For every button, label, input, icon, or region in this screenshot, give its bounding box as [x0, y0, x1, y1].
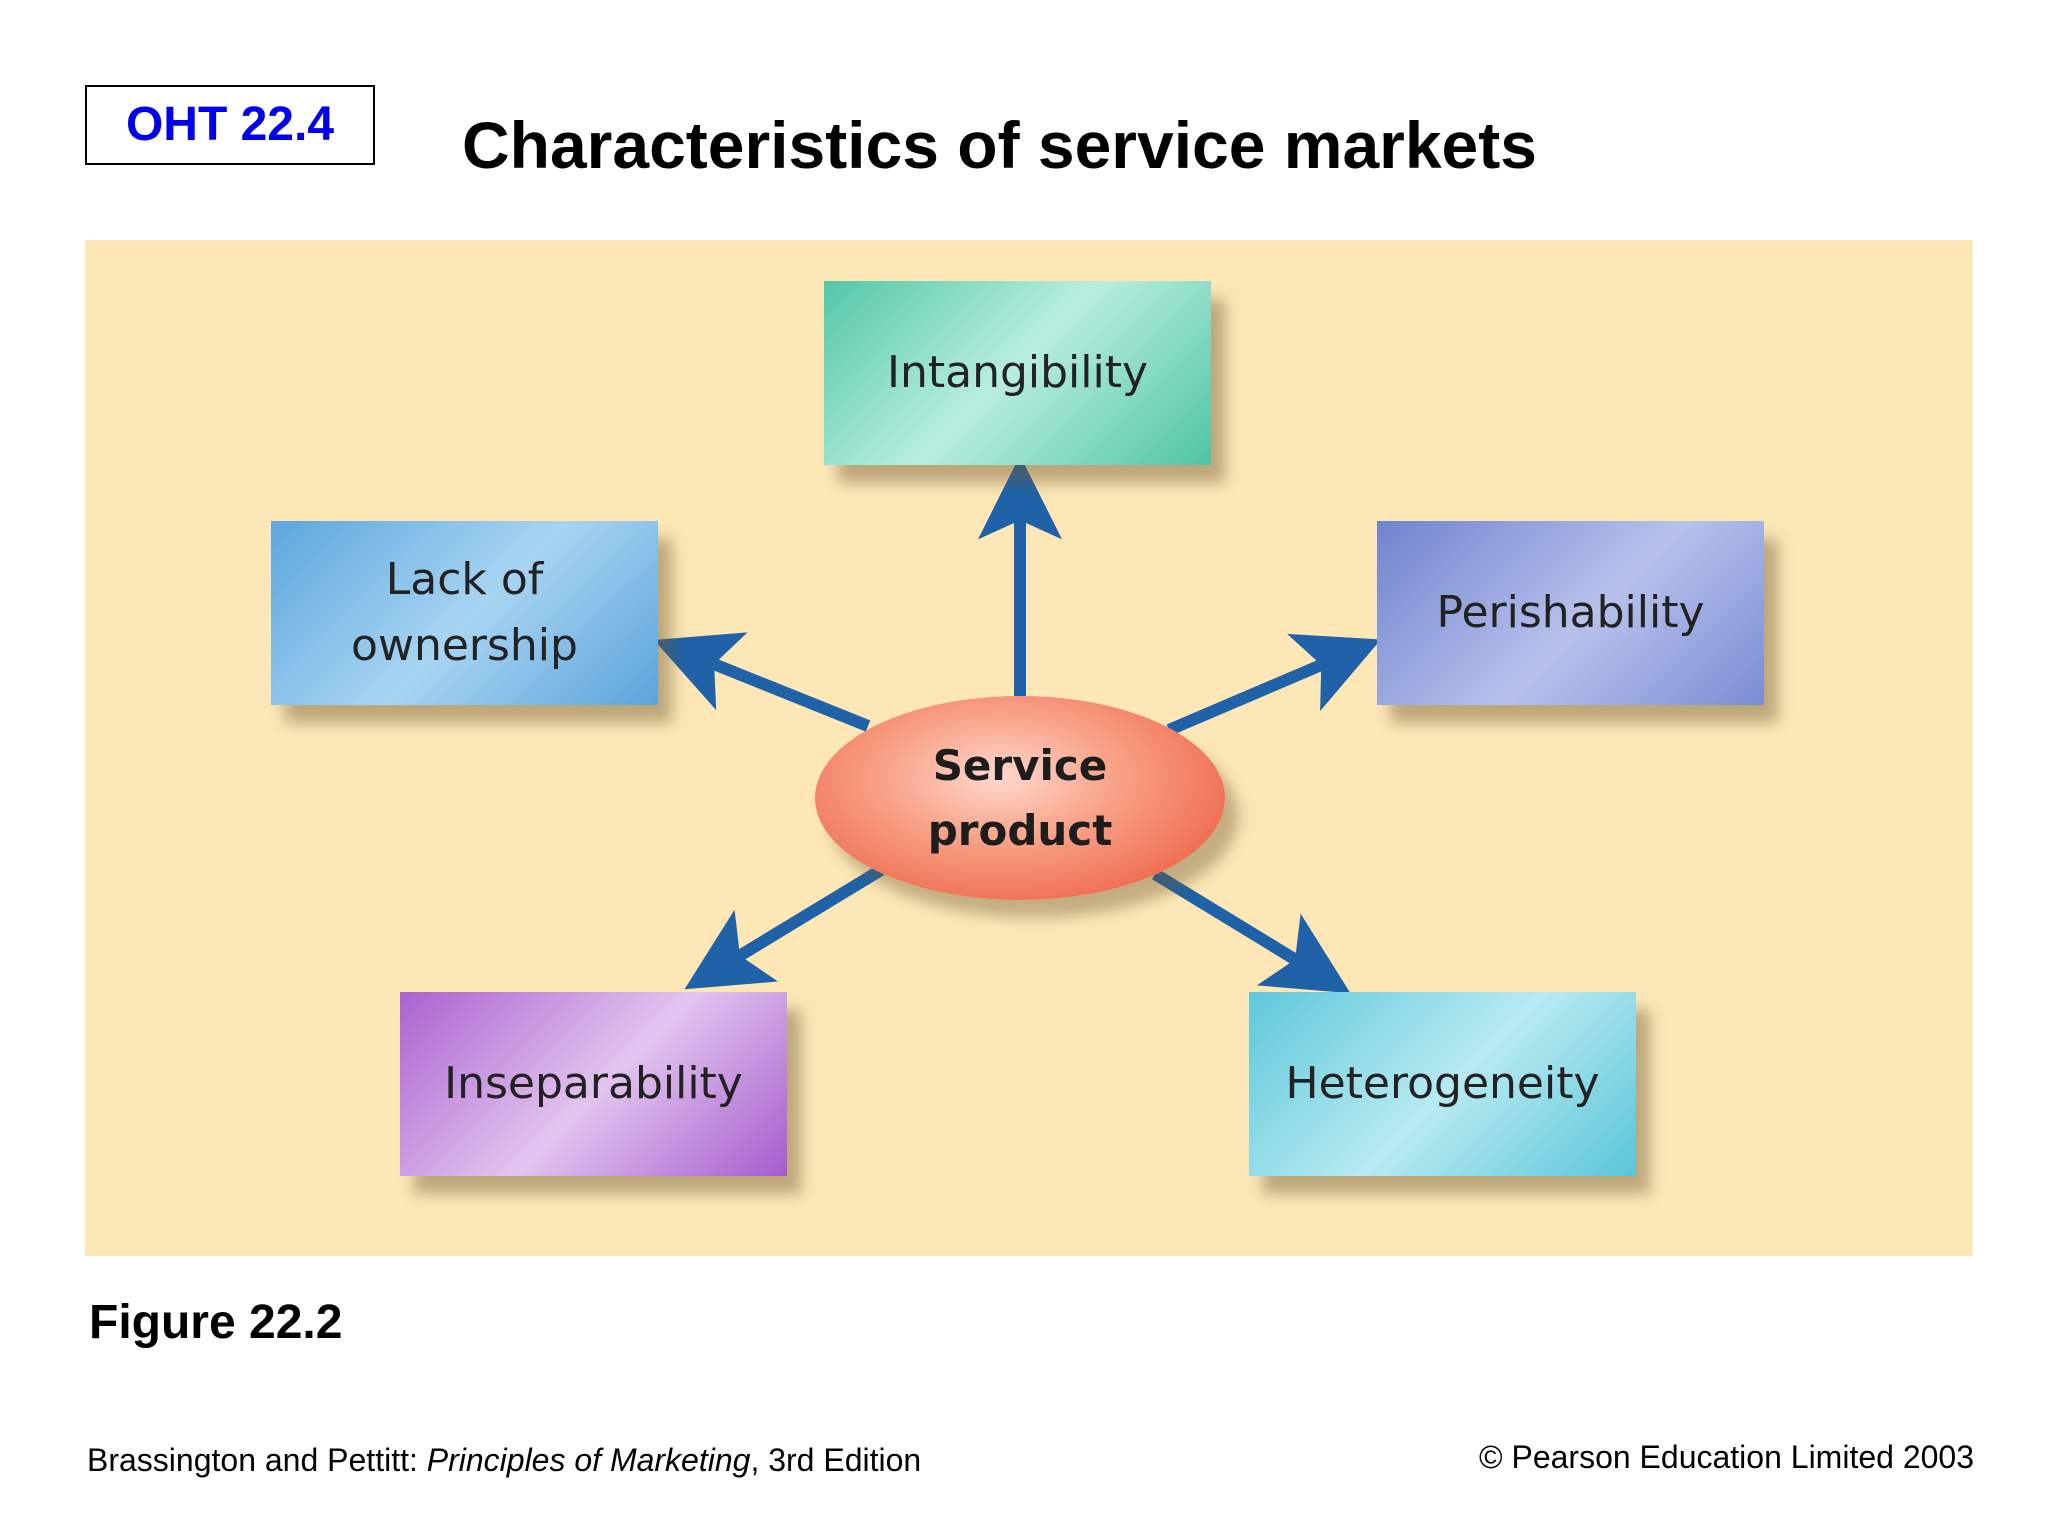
- heterogeneity-box: Heterogeneity: [1249, 992, 1636, 1176]
- inseparability-box: Inseparability: [400, 992, 787, 1176]
- perishability-label: Perishability: [1436, 587, 1705, 638]
- service-product-label: Service product: [928, 733, 1113, 863]
- intangibility-label: Intangibility: [886, 347, 1148, 398]
- inseparability-label: Inseparability: [444, 1058, 743, 1109]
- arrow-to-inseparability: [684, 864, 885, 990]
- service-product-line-1: Service: [932, 740, 1108, 790]
- arrow-to-heterogeneity: [1151, 868, 1351, 994]
- citation-edition: , 3rd Edition: [750, 1442, 922, 1478]
- lack-of-ownership-box: Lack of ownership: [271, 521, 658, 705]
- citation-title: Principles of Marketing: [426, 1442, 751, 1478]
- figure-caption: Figure 22.2: [89, 1296, 343, 1349]
- lack-of-ownership-line-1: Lack of: [385, 554, 544, 605]
- lack-of-ownership-label: Lack of ownership: [351, 547, 578, 679]
- intangibility-box: Intangibility: [824, 281, 1211, 465]
- lack-of-ownership-line-2: ownership: [351, 620, 578, 671]
- arrow-to-perishability: [1166, 633, 1381, 736]
- slide-number-tag: OHT 22.4: [85, 85, 375, 165]
- service-product-node: Service product: [815, 696, 1225, 900]
- diagram-panel: Intangibility Lack of ownership Perishab…: [85, 240, 1973, 1256]
- arrows-layer: [653, 455, 1381, 994]
- citation-authors: Brassington and Pettitt:: [87, 1442, 427, 1478]
- slide-title: Characteristics of service markets: [462, 108, 1537, 182]
- footer-citation: Brassington and Pettitt: Principles of M…: [87, 1444, 921, 1476]
- arrow-to-lack-of-ownership: [653, 632, 871, 732]
- footer-copyright: © Pearson Education Limited 2003: [1479, 1439, 1974, 1475]
- service-product-line-2: product: [927, 806, 1113, 855]
- heterogeneity-label: Heterogeneity: [1285, 1058, 1600, 1109]
- perishability-box: Perishability: [1377, 521, 1764, 705]
